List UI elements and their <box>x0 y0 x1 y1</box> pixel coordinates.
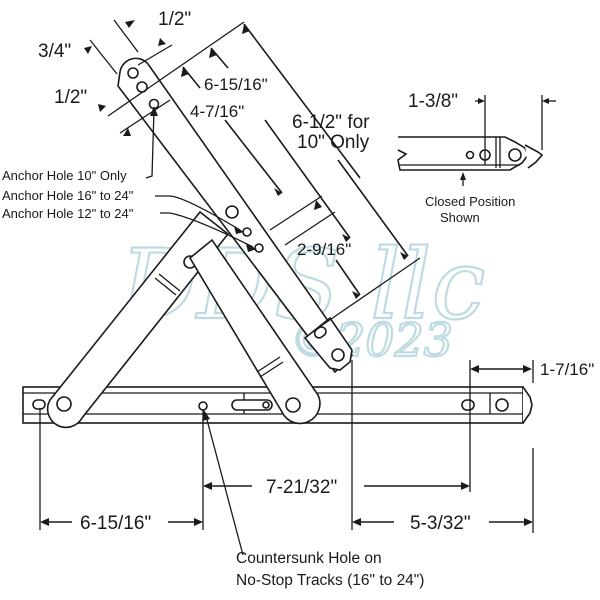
track-dimension-lines <box>39 360 534 556</box>
dim-arm-6-1-2-line1: 6-1/2" for <box>292 112 370 133</box>
anchor-hole-12-24 <box>254 243 264 253</box>
callout-anchor-16-24: Anchor Hole 16" to 24" <box>2 188 134 203</box>
arm-shoe <box>303 316 353 371</box>
closed-position-inset <box>397 95 556 186</box>
dim-track-6-15-16: 6-15/16" <box>80 513 151 534</box>
dim-track-1-7-16: 1-7/16" <box>540 360 594 379</box>
callout-closed-line1: Closed Position <box>425 194 515 209</box>
callout-countersunk-line1: Countersunk Hole on <box>236 550 382 567</box>
anchor-hole-16-24 <box>242 227 252 237</box>
dim-top-half: 1/2" <box>158 9 191 30</box>
anchor-leaders <box>145 106 257 252</box>
callout-anchor-12-24: Anchor Hole 12" to 24" <box>2 206 134 221</box>
pivot-hole-top <box>127 67 139 79</box>
arm-dimension-lines <box>84 19 421 329</box>
slot-hole-left <box>32 399 46 410</box>
support-arm-left <box>46 210 230 429</box>
dim-arm-2-9-16: 2-9/16" <box>297 240 351 259</box>
dim-track-7-21-32: 7-21/32" <box>266 477 337 498</box>
callout-countersunk-line2: No-Stop Tracks (16" to 24") <box>236 572 424 589</box>
dim-track-5-3-32: 5-3/32" <box>410 513 471 534</box>
dim-arm-6-15-16: 6-15/16" <box>204 75 268 94</box>
dim-left-half: 1/2" <box>54 87 87 108</box>
dim-arm-4-7-16: 4-7/16" <box>190 102 244 121</box>
dim-closed-1-3-8: 1-3/8" <box>408 91 458 112</box>
slot-hole-right <box>461 399 475 411</box>
dim-top-three-quarter: 3/4" <box>38 41 71 62</box>
support-arm-right <box>188 238 321 425</box>
track <box>22 386 533 424</box>
countersunk-hole <box>198 401 208 411</box>
callout-anchor-10: Anchor Hole 10" Only <box>2 168 127 183</box>
callout-closed-line2: Shown <box>440 210 480 225</box>
labels: 1/2" 3/4" 1/2" 6-15/16" 4-7/16" 6-1/2" f… <box>2 9 594 589</box>
dim-arm-6-1-2-line2: 10" Only <box>297 132 370 153</box>
